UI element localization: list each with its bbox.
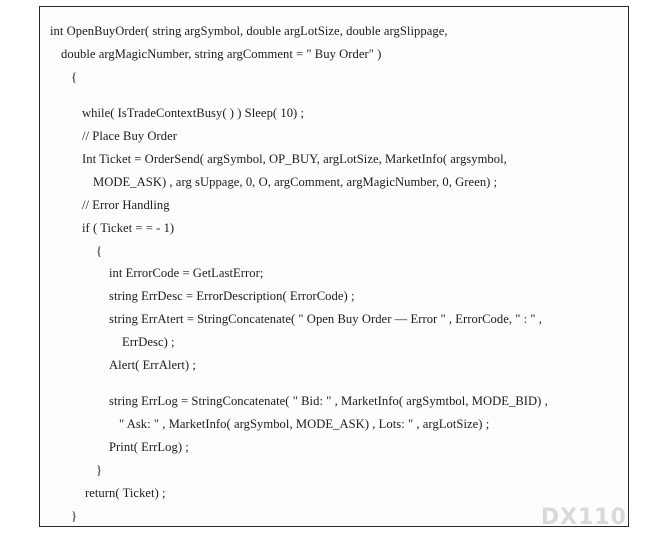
code-line: string ErrLog = StringConcatenate( " Bid… bbox=[109, 394, 548, 408]
code-line: Int Ticket = OrderSend( argSymbol, OP_BU… bbox=[82, 152, 507, 166]
code-line: string ErrDesc = ErrorDescription( Error… bbox=[109, 289, 355, 303]
code-line: { bbox=[96, 244, 103, 258]
code-line: Alert( ErrAlert) ; bbox=[109, 358, 196, 372]
code-line: } bbox=[71, 509, 78, 523]
code-line: MODE_ASK) , arg sUppage, 0, O, argCommen… bbox=[93, 175, 498, 189]
watermark-logo: DX110 bbox=[540, 505, 627, 530]
code-line: string ErrAtert = StringConcatenate( " O… bbox=[109, 312, 543, 326]
code-line: int ErrorCode = GetLastError; bbox=[109, 266, 264, 280]
code-line: int OpenBuyOrder( string argSymbol, doub… bbox=[50, 24, 448, 38]
code-line: } bbox=[96, 463, 103, 477]
code-line: if ( Ticket = = - 1) bbox=[82, 221, 175, 235]
code-line: return( Ticket) ; bbox=[85, 486, 166, 500]
code-line: " Ask: " , MarketInfo( argSymbol, MODE_A… bbox=[119, 417, 490, 431]
code-line: // Place Buy Order bbox=[82, 129, 177, 143]
code-line: { bbox=[71, 70, 78, 84]
code-line: // Error Handling bbox=[82, 198, 170, 212]
code-listing-frame: int OpenBuyOrder( string argSymbol, doub… bbox=[39, 6, 629, 527]
code-line: while( IsTradeContextBusy( ) ) Sleep( 10… bbox=[82, 106, 305, 120]
code-line: Print( ErrLog) ; bbox=[109, 440, 189, 454]
code-line: ErrDesc) ; bbox=[122, 335, 175, 349]
code-line: double argMagicNumber, string argComment… bbox=[61, 47, 382, 61]
